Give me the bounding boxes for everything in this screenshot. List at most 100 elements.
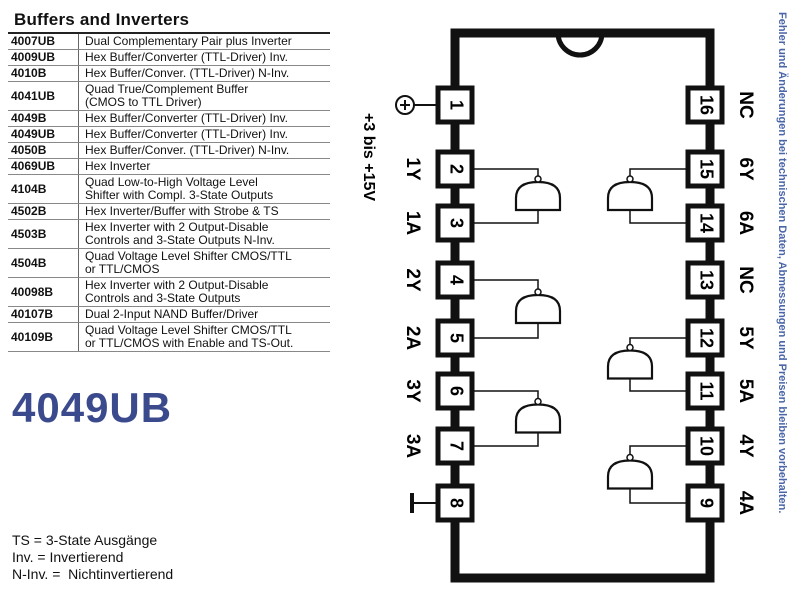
description-line: Hex Inverter with 2 Output-Disable [85, 220, 269, 234]
description-line: or TTL/CMOS [85, 262, 160, 276]
inverter-gate-icon [472, 168, 562, 224]
disclaimer-note: Fehler und Änderungen bei technischen Da… [776, 8, 796, 593]
description-line: Quad Low-to-High Voltage Level [85, 175, 258, 189]
description-line: Quad True/Complement Buffer [85, 82, 249, 96]
pin-6: 6 3Y [402, 371, 475, 411]
pin-4: 42Y [402, 260, 475, 300]
pin-11: 11 5A [685, 371, 756, 411]
part-code: 4007UB [8, 34, 79, 50]
description-line: Hex Buffer/Conver. (TTL-Driver) N-Inv. [85, 66, 290, 80]
description-line: Quad Voltage Level Shifter CMOS/TTL [85, 249, 292, 263]
table-row: 4050B Hex Buffer/Conver. (TTL-Driver) N-I… [8, 142, 330, 159]
pin-1: 1 [435, 85, 475, 125]
pin-label: 5A [735, 379, 756, 404]
pin-label: 6Y [735, 157, 756, 181]
ic-body [450, 28, 715, 583]
description-line: Hex Buffer/Converter (TTL-Driver) Inv. [85, 127, 288, 141]
part-description: Hex Buffer/Converter (TTL-Driver) Inv. [78, 126, 330, 143]
pin-label: 2Y [402, 268, 423, 292]
part-code: 4009UB [8, 49, 79, 66]
part-code: 4503B [8, 219, 79, 249]
part-code: 4069UB [8, 158, 79, 175]
part-code: 4050B [8, 142, 79, 159]
description-line: Dual Complementary Pair plus Inverter [85, 34, 292, 48]
table-row: 40109B Quad Voltage Level Shifter CMOS/TT… [8, 322, 330, 352]
part-code: 4502B [8, 203, 79, 220]
description-line: Dual 2-Input NAND Buffer/Driver [85, 307, 259, 321]
pin-number: 10 [696, 436, 716, 456]
pin-number: 7 [446, 441, 466, 451]
inverter-gate-icon [606, 337, 688, 392]
pin-label: 5Y [735, 326, 756, 350]
pin-number: 1 [446, 100, 466, 110]
description-line: Quad Voltage Level Shifter CMOS/TTL [85, 323, 292, 337]
pin-label: NC [735, 91, 756, 119]
pin-5: 52A [402, 318, 475, 358]
pin-number: 9 [696, 498, 716, 508]
inverter-gate-icon [606, 445, 688, 504]
part-code: 40109B [8, 322, 79, 352]
pin-number: 16 [696, 95, 716, 115]
pin-label: 4Y [735, 434, 756, 458]
pin-number: 13 [696, 270, 716, 290]
table-title: Buffers and Inverters [8, 8, 330, 34]
pin-number: 5 [446, 333, 466, 343]
part-description: Hex Inverter/Buffer with Strobe & TS [78, 203, 330, 220]
pin-number: 12 [696, 328, 716, 348]
description-line: Hex Buffer/Conver. (TTL-Driver) N-Inv. [85, 143, 290, 157]
legend-line: Inv. = Invertierend [12, 549, 124, 565]
pin-number: 8 [446, 498, 466, 508]
pin-label: 1A [402, 211, 423, 236]
ic-notch [555, 32, 605, 58]
pin-2: 2 1Y [402, 149, 475, 189]
pin-7: 7 3A [402, 426, 475, 466]
part-code: 4504B [8, 248, 79, 278]
part-description: Hex Inverter [78, 158, 330, 175]
abbreviation-legend: TS = 3-State Ausgänge Inv. = Invertieren… [12, 532, 173, 583]
pin-label: 3Y [402, 379, 423, 403]
part-description: Hex Buffer/Converter (TTL-Driver) Inv. [78, 110, 330, 127]
pin-number: 11 [696, 381, 716, 400]
pin-10: 10 4Y [685, 426, 756, 466]
description-line: Controls and 3-State Outputs N-Inv. [85, 233, 275, 247]
table-row: 4502B Hex Inverter/Buffer with Strobe & T… [8, 203, 330, 220]
part-number-title: 4049UB [12, 384, 173, 431]
part-code: 4041UB [8, 81, 79, 111]
pin-number: 6 [446, 386, 466, 396]
pin-number: 14 [696, 213, 716, 233]
legend-line: N-Inv. = Nichtinvertierend [12, 566, 174, 582]
table-row: 4007UB Dual Complementary Pair plus Inver… [8, 34, 330, 50]
description-line: or TTL/CMOS with Enable and TS-Out. [85, 336, 294, 350]
pin-label: 1Y [402, 157, 423, 181]
part-description: Hex Buffer/Conver. (TTL-Driver) N-Inv. [78, 142, 330, 159]
description-line: Hex Buffer/Converter (TTL-Driver) Inv. [85, 111, 288, 125]
pin-label: 4A [735, 491, 756, 516]
description-line: Hex Inverter/Buffer with Strobe & TS [85, 204, 279, 218]
part-code: 4104B [8, 174, 79, 204]
description-line: (CMOS to TTL Driver) [85, 95, 202, 109]
legend-line: TS = 3-State Ausgänge [12, 532, 158, 548]
pin-label: 3A [402, 434, 423, 459]
pin-3: 31A [402, 203, 475, 243]
pin-number: 2 [446, 164, 466, 174]
table-row: 4069UB Hex Inverter [8, 158, 330, 175]
description-line: Hex Inverter [85, 159, 151, 173]
supply-voltage-label: +3 bis +15V [360, 113, 377, 201]
pin-8: 8 [435, 483, 475, 523]
description-line: Shifter with Compl. 3-State Outputs [85, 188, 274, 202]
description-line: Controls and 3-State Outputs [85, 291, 241, 305]
part-description: Dual 2-Input NAND Buffer/Driver [78, 306, 330, 323]
